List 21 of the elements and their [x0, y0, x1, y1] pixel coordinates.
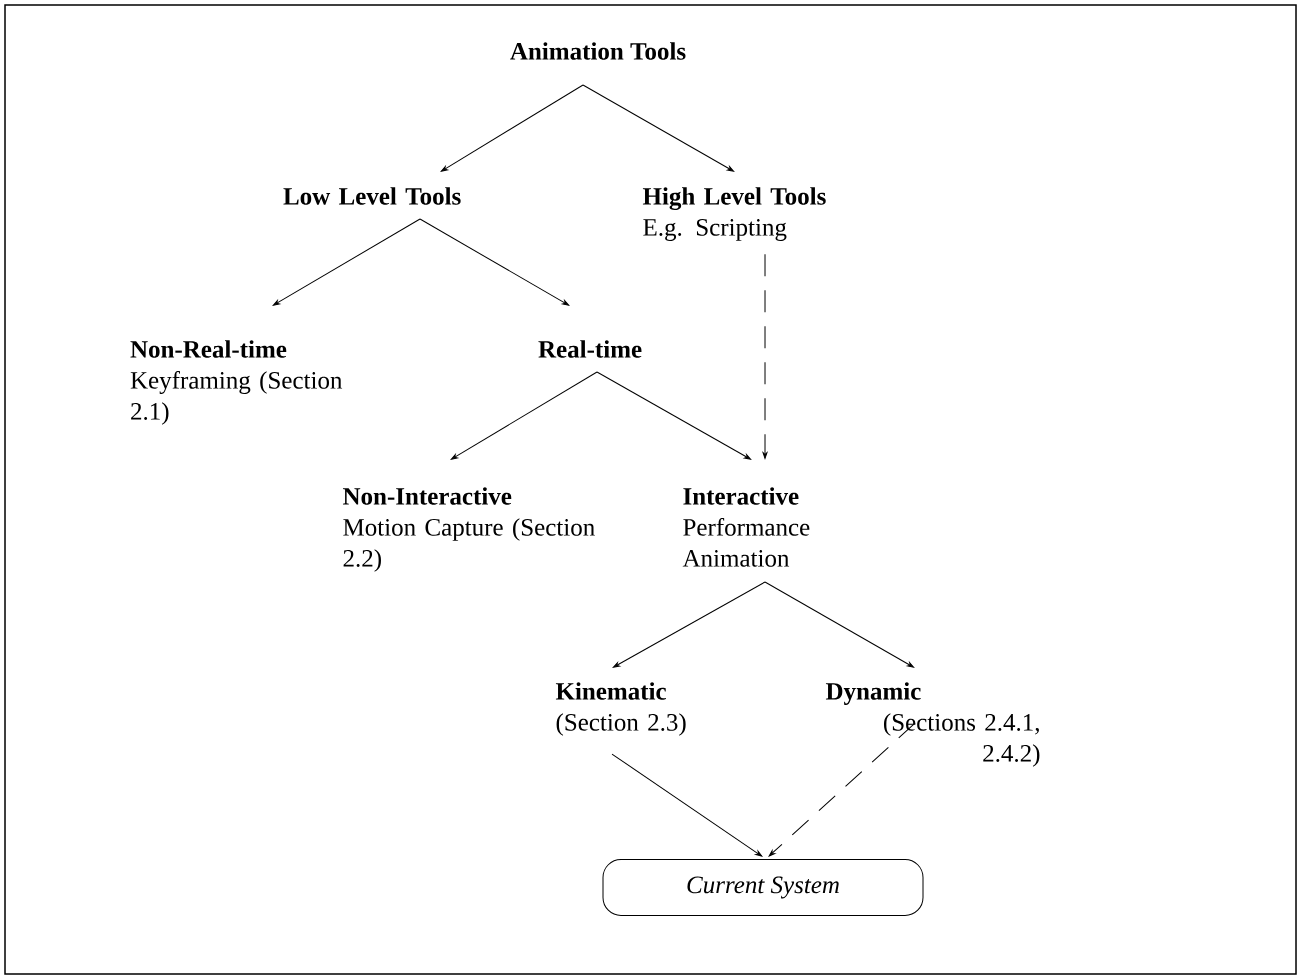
arrow — [450, 371, 598, 460]
arrow — [419, 218, 570, 306]
arrow — [764, 581, 915, 668]
node-label: Animation Tools — [510, 42, 686, 60]
arrow — [762, 253, 768, 459]
node-label: High Level Tools E.g. Scripting — [642, 187, 826, 241]
rounded-box: Current System — [602, 859, 924, 916]
node-label: Real-time — [538, 340, 642, 358]
arrow — [440, 84, 584, 172]
arrow — [611, 753, 763, 857]
node-label: Dynamic (Sections 2.4.1, 2.4.2) — [825, 682, 1040, 767]
arrow — [582, 84, 735, 172]
arrow — [596, 371, 752, 460]
node-label: Non-Real-time Keyframing (Section 2.1) — [130, 340, 343, 425]
arrow — [768, 722, 916, 857]
node-label: Kinematic (Section 2.3) — [555, 682, 686, 736]
node-label: Non-Interactive Motion Capture (Section 2.2) — [343, 487, 595, 572]
arrow — [272, 218, 421, 306]
arrow — [612, 581, 766, 668]
node-label: Low Level Tools — [283, 187, 461, 205]
node-label: Interactive Performance Animation — [682, 487, 810, 567]
